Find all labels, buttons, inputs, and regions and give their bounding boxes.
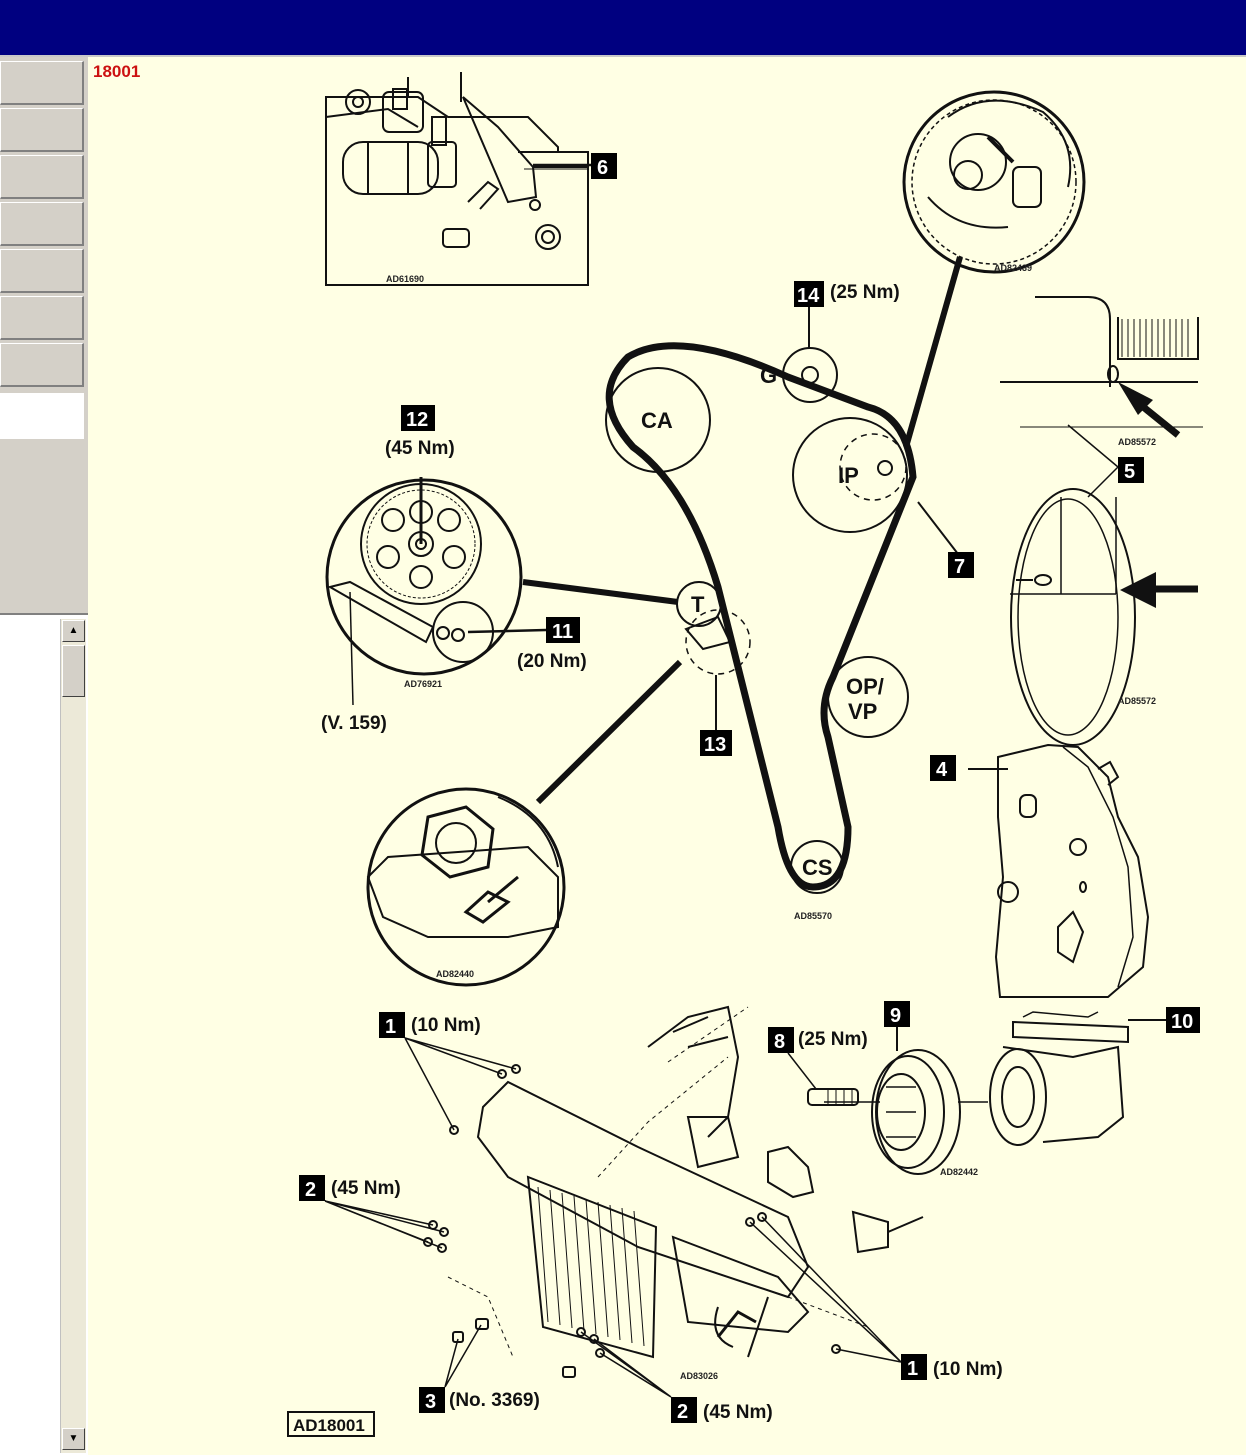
pulley-op-label: OP/ [846, 674, 884, 699]
nav-button-1[interactable] [0, 61, 84, 105]
timing-mark-view-a: AD85572 [1000, 296, 1199, 447]
callout-1-right-label: 1 [907, 1358, 918, 1380]
callout-7 [948, 552, 974, 578]
callout-2-left [299, 1175, 325, 1201]
camshaft-cover-view: AD61690 [325, 72, 589, 286]
callout-2-left-label: 2 [305, 1179, 316, 1201]
sprocket-view-code: AD82439 [994, 263, 1032, 273]
guide-pulley [782, 347, 838, 403]
crankshaft-pulley [790, 840, 844, 894]
callout-5-label: 5 [1124, 461, 1135, 483]
radiator-view-code: AD83026 [680, 1371, 718, 1381]
callout-8-label: 8 [774, 1031, 785, 1053]
document-id: 18001 [93, 62, 141, 81]
tool-no-3369: (No. 3369) [449, 1390, 540, 1411]
nav-button-3[interactable] [0, 155, 84, 199]
callout-11-label: 11 [552, 621, 573, 643]
callout-1-right [901, 1354, 927, 1380]
tool-v159: (V. 159) [321, 713, 387, 734]
callout-5 [1118, 457, 1144, 483]
callout-12 [401, 405, 435, 431]
callout-1-top-label: 1 [385, 1016, 396, 1038]
left-navigation-panel: ▲ ▼ [0, 57, 88, 1455]
mark-view-b-code: AD85572 [1118, 696, 1156, 706]
scroll-up-arrow-icon[interactable]: ▲ [62, 620, 85, 642]
torque-8: (25 Nm) [798, 1029, 868, 1050]
oil-pump-pulley [827, 656, 909, 738]
nav-button-2[interactable] [0, 108, 84, 152]
pulley-vp-label: VP [848, 699, 877, 724]
pulley-g-label: G [760, 363, 777, 388]
callout-7-label: 7 [954, 556, 965, 578]
callout-9-label: 9 [890, 1005, 901, 1027]
sprocket-detail-view: AD82439 [902, 90, 1086, 274]
crank-pulley-view-code: AD82442 [940, 1167, 978, 1177]
document-list-panel[interactable]: ▲ ▼ [0, 613, 88, 1455]
mark-view-a-code: AD85572 [1118, 437, 1156, 447]
tensioner-detail-view: AD76921 [325, 477, 523, 689]
timing-belt [605, 342, 917, 891]
torque-1-top: (10 Nm) [411, 1015, 481, 1036]
torque-2-left: (45 Nm) [331, 1178, 401, 1199]
figure-code-box [287, 1411, 375, 1437]
callout-2-bottom-label: 2 [677, 1401, 688, 1423]
callout-6-label: 6 [597, 157, 608, 179]
callout-13 [700, 730, 732, 756]
pulley-t-label: T [691, 592, 705, 617]
idler-view-code: AD82440 [436, 969, 474, 979]
tensioner-view-code: AD76921 [404, 679, 442, 689]
nav-blank-area [0, 393, 84, 439]
crank-pulley-group: AD82442 [807, 1011, 1129, 1177]
torque-1-right: (10 Nm) [933, 1359, 1003, 1380]
callout-8 [768, 1027, 794, 1053]
radiator-assembly: AD83026 [423, 1005, 924, 1381]
callout-14-label: 14 [797, 285, 820, 307]
scroll-down-arrow-icon[interactable]: ▼ [62, 1428, 85, 1450]
callout-2-bottom [671, 1397, 697, 1423]
torque-12: (45 Nm) [385, 438, 455, 459]
nav-button-5[interactable] [0, 249, 84, 293]
injection-pump-pulley [792, 417, 908, 533]
callout-9 [884, 1001, 910, 1027]
torque-14: (25 Nm) [830, 282, 900, 303]
camshaft-view-code: AD61690 [386, 274, 424, 284]
belt-view-code: AD85570 [794, 911, 832, 921]
timing-belt-diagram: AD61690 6 AD82439 14 (25 Nm) CA G IP T O… [287, 72, 1203, 1437]
callout-12-label: 12 [406, 409, 428, 431]
callout-4 [930, 755, 956, 781]
callout-13-label: 13 [704, 734, 726, 756]
callout-1-top [379, 1012, 405, 1038]
camshaft-pulley [605, 367, 711, 473]
title-bar [0, 0, 1246, 57]
callout-3-label: 3 [425, 1391, 436, 1413]
callout-10-label: 10 [1171, 1011, 1193, 1033]
callout-10 [1166, 1007, 1200, 1033]
nav-button-7[interactable] [0, 343, 84, 387]
callout-14 [794, 281, 824, 307]
timing-mark-view-b: AD85572 [1010, 488, 1198, 746]
scroll-thumb[interactable] [62, 645, 85, 697]
figure-code: AD18001 [293, 1416, 365, 1435]
nav-button-6[interactable] [0, 296, 84, 340]
pulley-ca-label: CA [641, 408, 673, 433]
callout-11 [546, 617, 580, 643]
idler-detail-view: AD82440 [366, 787, 566, 987]
timing-cover [994, 743, 1150, 998]
nav-button-4[interactable] [0, 202, 84, 246]
pulley-cs-label: CS [802, 855, 833, 880]
torque-2-bottom: (45 Nm) [703, 1402, 773, 1423]
pulley-ip-label: IP [838, 463, 859, 488]
vertical-scrollbar[interactable]: ▲ ▼ [60, 619, 86, 1453]
torque-11: (20 Nm) [517, 651, 587, 672]
callout-6 [591, 153, 617, 179]
callout-3 [419, 1387, 445, 1413]
callout-4-label: 4 [936, 759, 948, 781]
